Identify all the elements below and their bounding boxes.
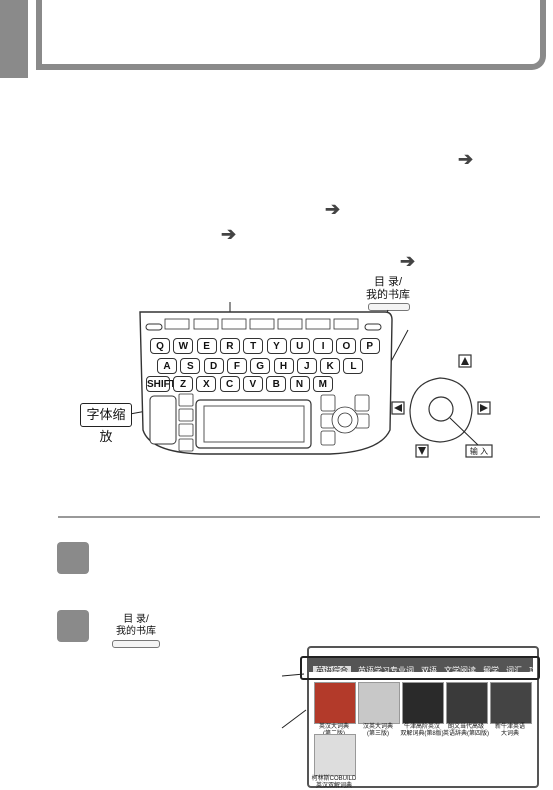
book-caption-line2: 英语辞典(第四版)	[443, 731, 489, 737]
key-b[interactable]: B	[266, 376, 287, 392]
step2-catalog-line1: 目 录/	[123, 614, 149, 625]
font-zoom-label: 字体缩放	[80, 403, 132, 444]
screen-tab[interactable]: 留学	[483, 666, 499, 672]
book-caption-line1: 柯林斯COBUILD	[311, 776, 357, 782]
book-caption-line1: 新牛津英语	[494, 724, 525, 730]
key-x[interactable]: X	[196, 376, 217, 392]
book-caption-line2: 大词典	[500, 731, 519, 737]
step-2-marker	[57, 610, 89, 642]
book-caption-line1: 英汉大词典	[318, 724, 349, 730]
key-l[interactable]: L	[343, 358, 364, 374]
key-y[interactable]: Y	[266, 338, 287, 354]
enter-label: 输 入	[469, 447, 489, 456]
key-z[interactable]: Z	[173, 376, 193, 392]
book-caption: 牛津高阶英汉双解词典(第8版)	[397, 724, 447, 738]
key-q[interactable]: Q	[150, 338, 170, 354]
book-grid: 英汉大词典(第二版)汉英大词典(第三版)牛津高阶英汉双解词典(第8版)朗文当代高…	[310, 676, 535, 789]
key-i[interactable]: I	[313, 338, 334, 354]
book-caption-line2: (第三版)	[367, 731, 389, 737]
key-c[interactable]: C	[219, 376, 240, 392]
screen-tab[interactable]: 词汇	[506, 666, 522, 672]
catalog-label-line1: 目 录/	[373, 276, 403, 288]
section-divider	[58, 516, 540, 518]
screen-tab[interactable]: 功能	[529, 666, 533, 672]
arrow-icon: ➔	[400, 251, 416, 271]
book-caption: 朗文当代高级英语辞典(第四版)	[441, 724, 491, 738]
header-dark-tab	[0, 0, 28, 78]
book-caption-line1: 朗文当代高级	[447, 724, 484, 730]
arrow-icon: ➔	[325, 199, 341, 219]
screen-tab[interactable]: 英语学习专业词	[358, 666, 414, 672]
screen-tab[interactable]: 文学阅读	[444, 666, 476, 672]
key-j[interactable]: J	[296, 358, 317, 374]
step2-catalog-button[interactable]	[112, 640, 160, 648]
key-t[interactable]: T	[243, 338, 264, 354]
step-1-marker	[57, 542, 89, 574]
key-e[interactable]: E	[196, 338, 217, 354]
key-o[interactable]: O	[336, 338, 357, 354]
tab-bar	[309, 658, 533, 672]
key-g[interactable]: G	[250, 358, 271, 374]
book-cover[interactable]	[446, 682, 488, 724]
book-caption: 汉英大词典(第三版)	[353, 724, 403, 738]
catalog-label: 目 录/ 我的书库	[366, 276, 410, 302]
step2-catalog-label: 目 录/ 我的书库	[110, 614, 162, 638]
key-f[interactable]: F	[226, 358, 247, 374]
key-a[interactable]: A	[157, 358, 177, 374]
screen-tab[interactable]: 双语	[421, 666, 437, 672]
key-p[interactable]: P	[359, 338, 380, 354]
arrow-icon: ➔	[221, 224, 237, 244]
book-caption: 新牛津英语大词典	[485, 724, 535, 738]
key-d[interactable]: D	[203, 358, 224, 374]
book-caption-line2: 英汉双解词典	[315, 783, 352, 789]
book-cover[interactable]	[402, 682, 444, 724]
key-n[interactable]: N	[289, 376, 310, 392]
book-cover[interactable]	[314, 734, 356, 776]
key-r[interactable]: R	[219, 338, 240, 354]
step2-catalog-line2: 我的书库	[116, 626, 156, 637]
tab-callout-box	[300, 656, 540, 680]
key-h[interactable]: H	[273, 358, 294, 374]
catalog-label-line2: 我的书库	[366, 289, 410, 301]
key-w[interactable]: W	[173, 338, 194, 354]
header-frame	[36, 0, 546, 70]
catalog-button[interactable]	[368, 303, 410, 311]
book-cover[interactable]	[314, 682, 356, 724]
key-shift[interactable]: SHIFT	[146, 376, 176, 392]
key-k[interactable]: K	[320, 358, 341, 374]
callout-lines	[281, 673, 307, 729]
book-caption-line1: 牛津高阶英汉	[403, 724, 440, 730]
book-caption-line2: 双解词典(第8版)	[400, 731, 444, 737]
book-cover[interactable]	[490, 682, 532, 724]
screen-tab[interactable]: 英语综合	[313, 666, 351, 672]
key-m[interactable]: M	[312, 376, 333, 392]
key-u[interactable]: U	[289, 338, 310, 354]
book-caption-line1: 汉英大词典	[362, 724, 393, 730]
key-s[interactable]: S	[180, 358, 201, 374]
book-cover[interactable]	[358, 682, 400, 724]
tab-strip: 英语综合 英语学习专业词 双语 文学阅读 留学 词汇 功能	[313, 660, 533, 672]
key-v[interactable]: V	[242, 376, 263, 392]
arrow-icon: ➔	[458, 149, 474, 169]
